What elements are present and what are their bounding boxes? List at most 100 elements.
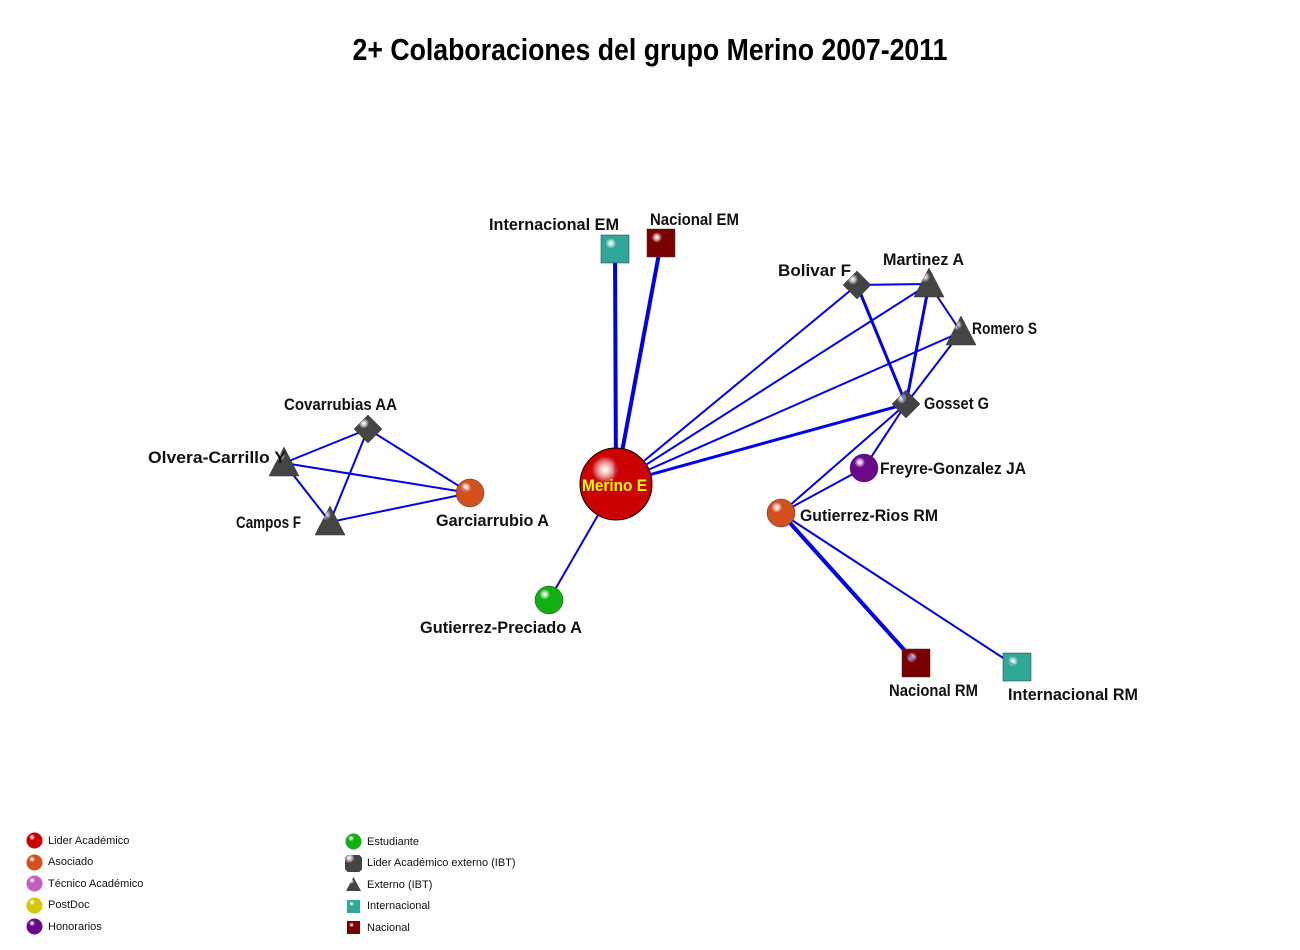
legend-item: Lider Académico (26, 830, 143, 852)
externo-node-icon (913, 267, 945, 298)
edge-campos-garciarrubio (329, 492, 471, 523)
circle-icon (26, 875, 43, 892)
node-label: Bolivar F (778, 261, 851, 280)
legend-label: Externo (IBT) (367, 878, 433, 891)
estudiante-node-icon (534, 585, 564, 615)
legend-label: Nacional (367, 921, 410, 934)
edge-gosset-grios (780, 403, 907, 514)
node-gosset: Gosset G (891, 389, 989, 419)
node-label: Olvera-Carrillo Y (148, 448, 287, 467)
honorarios-node-icon (849, 453, 879, 483)
legend-label: Internacional (367, 900, 430, 913)
diamond-icon (345, 854, 362, 872)
node-label: Internacional RM (1008, 685, 1138, 704)
edge-merino-gosset (615, 402, 907, 486)
node-label: Gutierrez-Rios RM (800, 506, 938, 525)
asociado-legend-icon (26, 854, 43, 871)
node-garciarrubio: Garciarrubio A (436, 478, 549, 530)
circle-icon (26, 832, 43, 849)
legend-item: Nacional (345, 917, 516, 939)
edge-covarrubias-olvera (283, 428, 369, 464)
node-gpreciado: Gutierrez-Preciado A (420, 585, 582, 637)
edge-covarrubias-garciarrubio (367, 428, 471, 494)
lider_externo-node-icon (353, 414, 383, 444)
externo-node-icon (945, 315, 977, 346)
postdoc-legend-icon (26, 897, 43, 914)
triangle-icon (346, 877, 361, 892)
node-grios: Gutierrez-Rios RM (766, 498, 938, 528)
node-romero: Romero S (945, 315, 1037, 346)
internacional-legend-icon (347, 899, 360, 913)
nacional-node-icon (901, 648, 931, 678)
edge-covarrubias-campos (329, 428, 369, 523)
legend-label: PostDoc (48, 899, 90, 912)
edge-grios-nacrm (779, 511, 918, 665)
legend-label: Técnico Académico (48, 877, 144, 890)
edge-merino-bolivar (615, 284, 858, 485)
edge-merino-romero (615, 331, 962, 485)
node-label: Nacional RM (889, 681, 978, 700)
node-merino: Merino E (579, 447, 653, 521)
edge-martinez-gosset (904, 283, 931, 405)
legend-item: PostDoc (26, 895, 143, 917)
circle-icon (26, 897, 43, 914)
square-icon (347, 899, 360, 913)
lider_externo-node-icon (842, 270, 872, 300)
node-label: Gosset G (924, 394, 989, 413)
node-label: Martinez A (883, 250, 964, 269)
internacional-node-icon (1002, 652, 1032, 682)
node-intem: Internacional EM (489, 215, 630, 264)
legend-item: Internacional (345, 896, 516, 918)
nacional-legend-icon (347, 921, 360, 935)
edge-merino-nacem (614, 242, 663, 485)
node-label: Romero S (972, 319, 1037, 338)
honorarios-legend-icon (26, 918, 43, 935)
node-martinez: Martinez A (883, 250, 964, 298)
node-olvera: Olvera-Carrillo Y (148, 446, 300, 477)
edge-grios-intrm (780, 512, 1018, 668)
externo-node-icon (268, 446, 300, 477)
edge-freyre-grios (780, 467, 865, 514)
asociado-node-icon (766, 498, 796, 528)
node-campos: Campos F (236, 505, 346, 536)
circle-icon (345, 833, 362, 850)
node-label: Campos F (236, 513, 301, 532)
node-label: Covarrubias AA (284, 395, 397, 414)
node-freyre: Freyre-Gonzalez JA (849, 453, 1026, 483)
legend-item: Externo (IBT) (345, 874, 516, 896)
lider_externo-legend-icon (345, 854, 362, 872)
legend-label: Asociado (48, 856, 94, 869)
asociado-node-icon (455, 478, 485, 508)
nacional-node-icon (646, 228, 676, 258)
lider-legend-icon (26, 832, 43, 849)
node-nacrm: Nacional RM (889, 648, 978, 700)
edge-bolivar-gosset (855, 284, 908, 405)
externo-node-icon (314, 505, 346, 536)
externo-legend-icon (346, 877, 361, 892)
edge-merino-intem (613, 248, 618, 485)
node-label: Internacional EM (489, 215, 619, 234)
legend-item: Asociado (26, 852, 143, 874)
square-icon (347, 921, 360, 935)
legend-label: Lider Académico (48, 834, 130, 847)
node-nacem: Nacional EM (646, 210, 739, 258)
node-covarrubias: Covarrubias AA (284, 395, 397, 444)
node-label: Gutierrez-Preciado A (420, 618, 582, 637)
legend-label: Estudiante (367, 835, 419, 848)
circle-icon (26, 918, 43, 935)
estudiante-legend-icon (345, 833, 362, 850)
node-label: Freyre-Gonzalez JA (880, 459, 1026, 478)
lider_externo-node-icon (891, 389, 921, 419)
node-intrm: Internacional RM (1002, 652, 1138, 704)
legend-label: Honorarios (48, 920, 102, 933)
legend-item: Honorarios (26, 916, 143, 938)
edge-olvera-garciarrubio (283, 462, 471, 494)
lider-node-icon (579, 447, 653, 521)
node-label: Merino E (582, 476, 647, 495)
internacional-node-icon (600, 234, 630, 264)
node-bolivar: Bolivar F (778, 261, 872, 300)
legend-item: Lider Académico externo (IBT) (345, 853, 516, 875)
circle-icon (26, 854, 43, 871)
legend-item: Estudiante (345, 831, 516, 853)
